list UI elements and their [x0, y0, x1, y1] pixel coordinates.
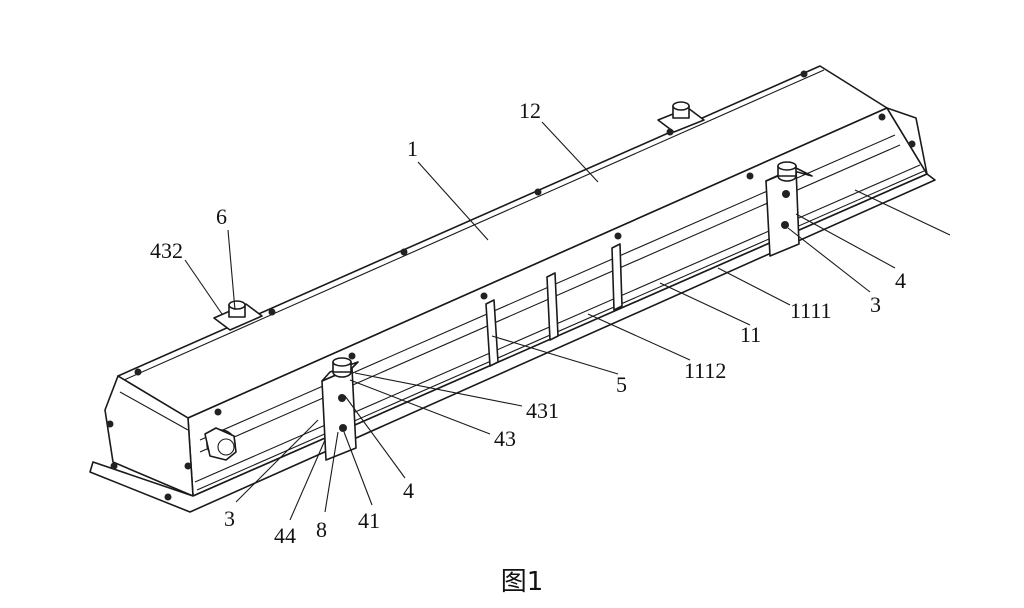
- channel-line-base: [196, 170, 925, 491]
- leader-lines: [184, 121, 951, 521]
- rib-2: [546, 272, 559, 341]
- label-44: 44: [274, 523, 296, 548]
- rib-3: [611, 243, 623, 311]
- cable-gland: [204, 427, 237, 461]
- label-1112: 1112: [684, 358, 726, 383]
- label-12: 12: [519, 98, 541, 123]
- reference-labels: 1 12 6 432 4 3 1111 11 1112 5 431 43 4 3…: [150, 98, 906, 548]
- label-1: 1: [407, 136, 418, 161]
- label-3-left: 3: [224, 506, 235, 531]
- label-1111: 1111: [790, 298, 832, 323]
- left-bracket: [321, 357, 359, 461]
- housing: [89, 65, 936, 513]
- left-end-inner-line: [119, 391, 189, 431]
- right-bracket: [765, 161, 813, 257]
- label-5: 5: [616, 372, 627, 397]
- left-end-face: [104, 375, 194, 497]
- label-3-right: 3: [870, 292, 881, 317]
- lid-plate-right: [657, 101, 705, 133]
- label-432: 432: [150, 238, 183, 263]
- label-431: 431: [526, 398, 559, 423]
- label-4-left: 4: [403, 478, 414, 503]
- label-4-right: 4: [895, 268, 906, 293]
- label-41: 41: [358, 508, 380, 533]
- label-8: 8: [316, 517, 327, 542]
- ribs: [485, 243, 623, 367]
- right-end-face: [886, 107, 928, 175]
- bolt-heads: [106, 70, 916, 501]
- label-43: 43: [494, 426, 516, 451]
- label-11: 11: [740, 322, 761, 347]
- rib-1: [485, 299, 499, 367]
- bottom-flange: [89, 173, 936, 513]
- figure-caption: 图1: [501, 567, 544, 597]
- label-6: 6: [216, 204, 227, 229]
